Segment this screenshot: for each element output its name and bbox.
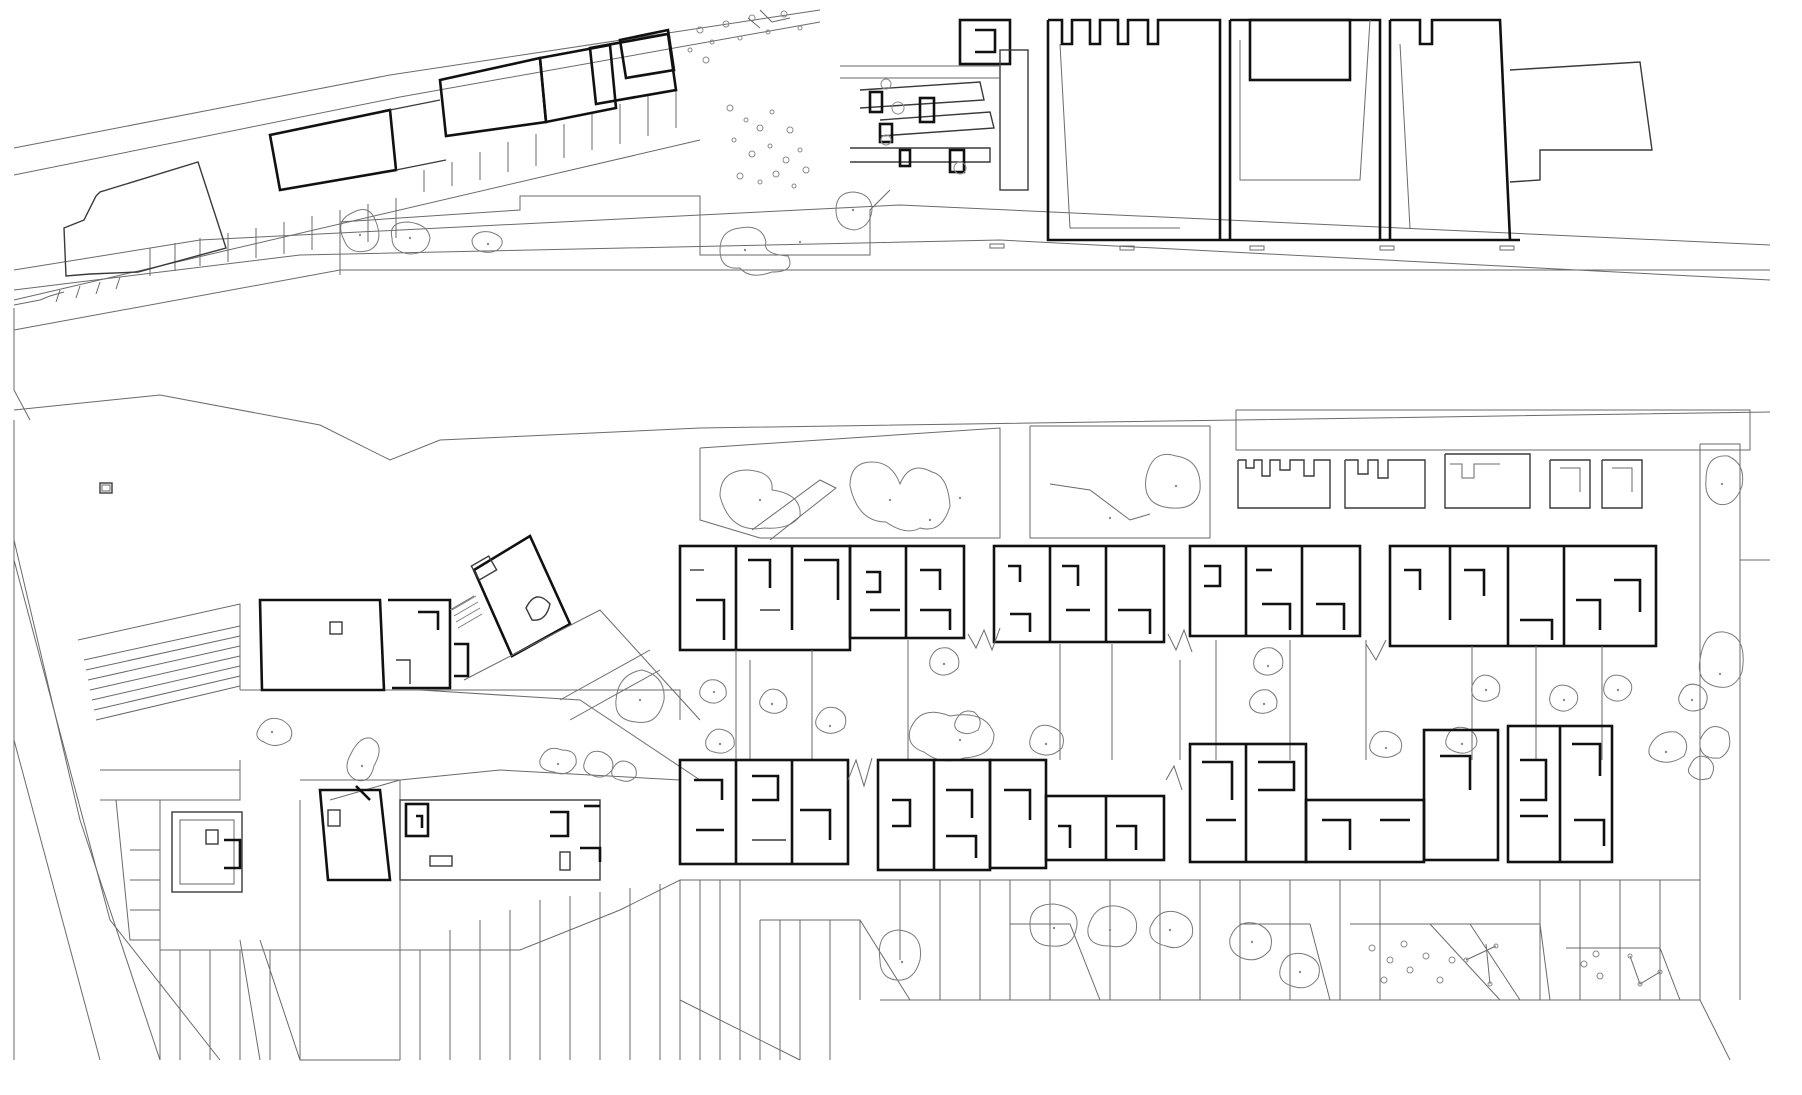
housing-row-lower <box>678 724 1614 872</box>
west-campus <box>77 534 701 1061</box>
entrance-stair <box>451 595 483 629</box>
courtyard-trees <box>699 647 1714 781</box>
middle-road <box>13 394 1771 1061</box>
stepped-terraces <box>83 625 241 721</box>
east-edge-strip <box>1698 443 1770 1000</box>
upper-left-building <box>13 161 227 421</box>
upper-rowhouses <box>268 28 678 192</box>
upper-tower-group <box>840 18 1029 191</box>
upper-lawn <box>339 189 891 276</box>
housing-row-upper <box>678 544 1658 760</box>
housing-front-gardens <box>699 409 1751 541</box>
housing-north-courtyards <box>1237 453 1643 509</box>
upper-right-blocks <box>989 18 1653 251</box>
south-strip <box>679 879 1731 1061</box>
upper-plaza-trees <box>687 9 810 189</box>
upper-parking-stalls <box>13 86 701 303</box>
